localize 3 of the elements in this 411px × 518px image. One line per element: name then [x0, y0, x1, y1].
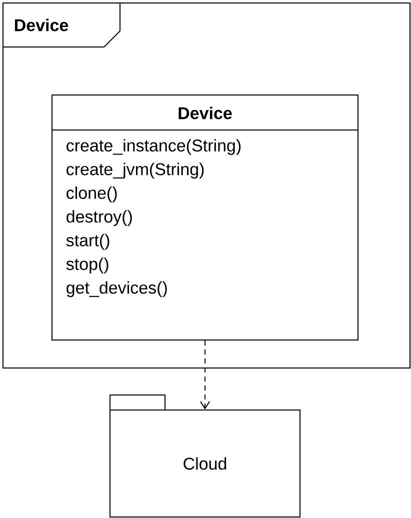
package: Cloud — [110, 394, 300, 518]
dependency-arrow — [200, 340, 210, 410]
class-box: Device create_instance(String) create_jvm(String) clone() destroy() start() stop() get_devices() — [52, 94, 358, 340]
